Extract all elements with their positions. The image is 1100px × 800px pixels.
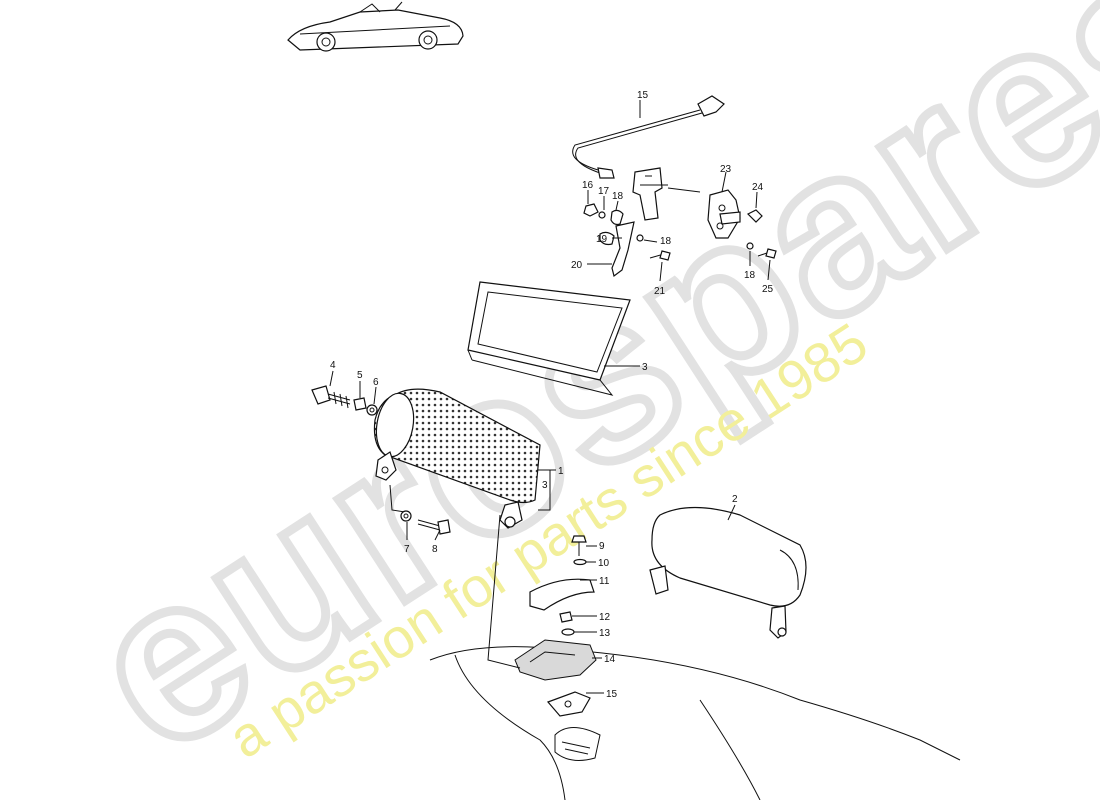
storage-bag xyxy=(649,506,807,639)
callout-5: 5 xyxy=(357,370,363,381)
callout-8: 8 xyxy=(432,544,438,555)
callout-4: 4 xyxy=(330,360,336,371)
watermark-brand: eurospares xyxy=(47,0,1100,800)
mounting-hardware-right xyxy=(389,484,451,535)
mounting-hardware-left xyxy=(311,385,378,416)
release-cable xyxy=(572,95,725,179)
callout-1: 1 xyxy=(558,466,564,477)
callout-14: 14 xyxy=(604,654,616,665)
callout-9: 9 xyxy=(599,541,605,552)
lower-mount-stack xyxy=(487,514,597,717)
callout-15: 15 xyxy=(606,689,618,700)
callout-3-upper: 3 xyxy=(642,362,648,373)
callout-23: 23 xyxy=(720,164,732,175)
wind-deflector-frame xyxy=(467,281,631,396)
wind-deflector-roll xyxy=(373,388,541,529)
seat-body-outline xyxy=(429,646,961,800)
callout-25: 25 xyxy=(762,284,774,295)
callout-6: 6 xyxy=(373,377,379,388)
callout-3-lower: 3 xyxy=(542,480,548,491)
callout-16: 15 xyxy=(637,90,649,101)
callout-17: 16 xyxy=(582,180,594,191)
callout-18-a: 17 xyxy=(598,186,610,197)
callout-18-b: 18 xyxy=(660,236,672,247)
callout-20: 19 xyxy=(596,234,608,245)
car-thumbnail xyxy=(287,1,464,52)
callout-leaders xyxy=(329,100,771,694)
callout-19: 18 xyxy=(612,191,624,202)
callout-12: 12 xyxy=(599,612,611,623)
callout-labels: 15 23 16 17 18 24 19 18 20 21 18 25 3 4 … xyxy=(330,90,774,700)
callout-10: 10 xyxy=(598,558,610,569)
callout-18-c: 18 xyxy=(744,270,756,281)
callout-13: 13 xyxy=(599,628,611,639)
latch-mechanism xyxy=(583,167,777,278)
callout-24: 24 xyxy=(752,182,764,193)
callout-22: 21 xyxy=(654,286,666,297)
callout-2: 2 xyxy=(732,494,738,505)
watermark: eurospares a passion for parts since 198… xyxy=(42,0,1100,800)
callout-11: 11 xyxy=(599,576,610,587)
callout-21: 20 xyxy=(571,260,583,271)
callout-7: 7 xyxy=(404,544,410,555)
